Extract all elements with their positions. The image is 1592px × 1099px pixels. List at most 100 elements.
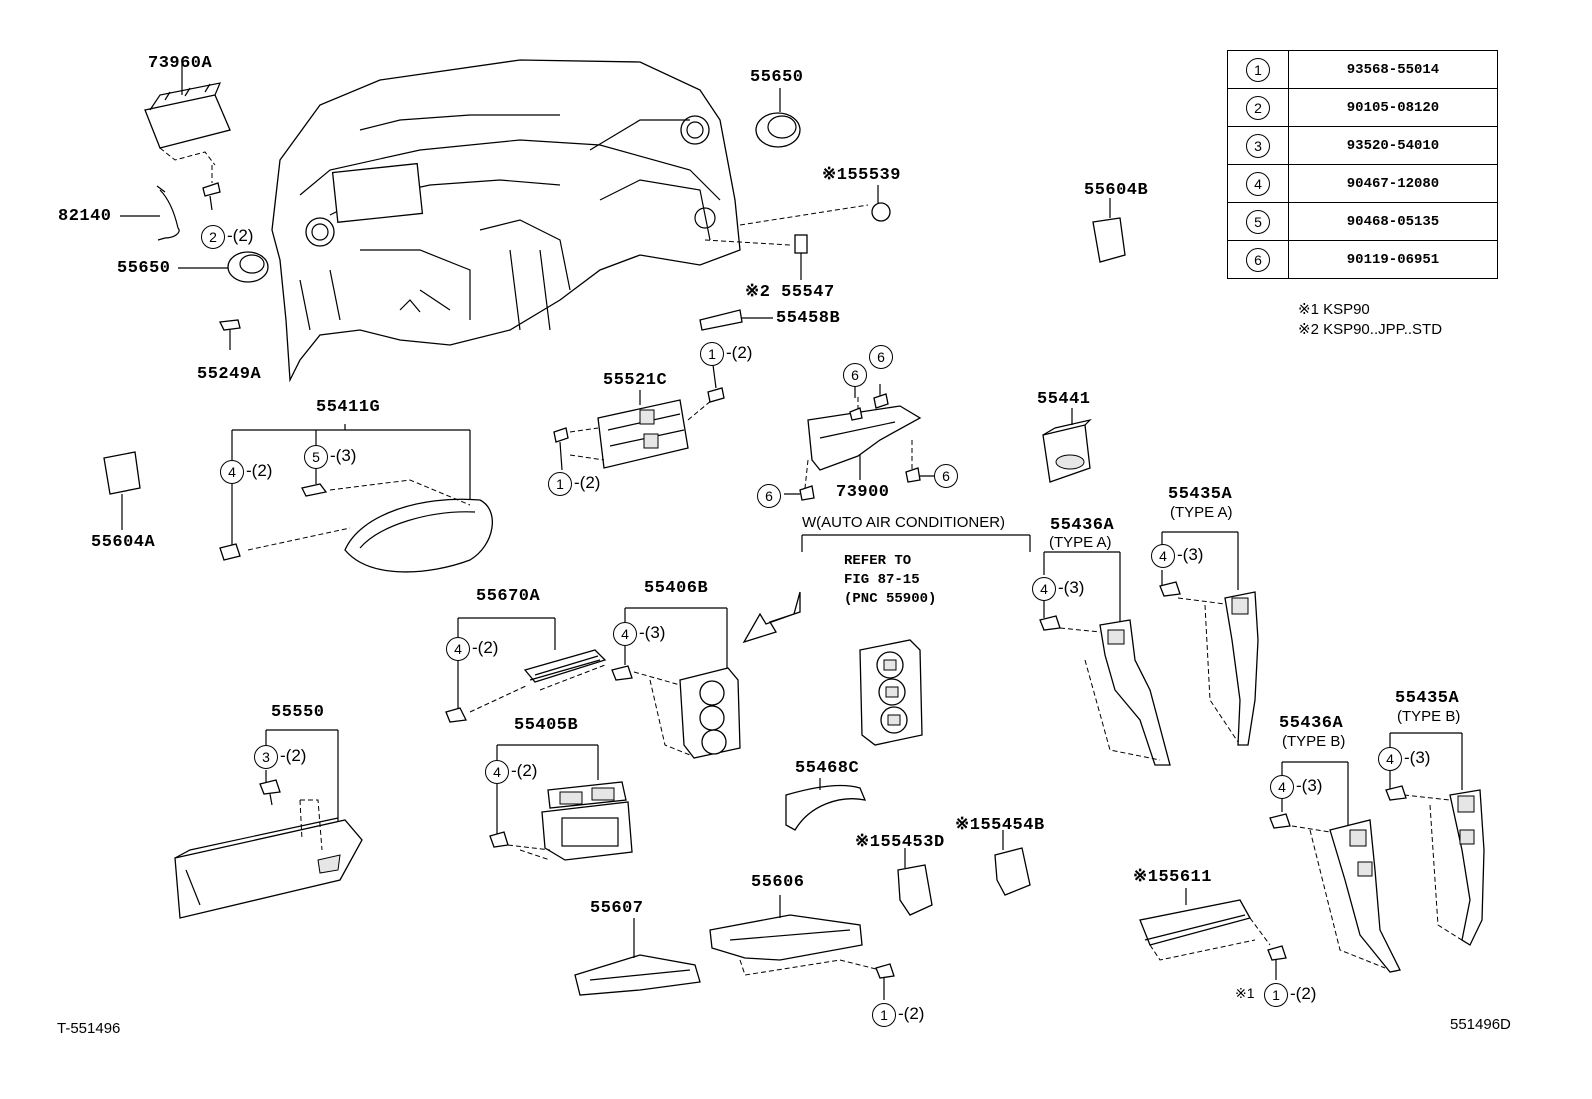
part-55411G-illustration (247, 479, 493, 573)
label-55249A[interactable]: 55249A (197, 365, 262, 384)
ref-number: 3 (1246, 133, 1270, 158)
part-55435A-typeB-illustration (1403, 789, 1485, 946)
label-55405B[interactable]: 55405B (514, 716, 579, 735)
ref-number: 2 (1246, 95, 1270, 120)
label-55411G[interactable]: 55411G (316, 398, 381, 417)
callout-ref: 4 (485, 760, 509, 784)
callout-prefix: ※1 (1235, 985, 1255, 1001)
note-1: ※1 KSP90 (1298, 301, 1370, 318)
callout-ref: 6 (934, 464, 958, 488)
label-55650-right[interactable]: 55650 (750, 68, 804, 87)
callout-qty: -(3) (330, 446, 357, 465)
instrument-panel-illustration (271, 59, 741, 383)
table-row: 3 93520-54010 (1227, 126, 1498, 165)
part-55405B-illustration (507, 781, 633, 861)
callout-qty: -(2) (227, 226, 254, 245)
climate-panel-illustration (859, 639, 923, 746)
part-55550-illustration (174, 799, 363, 919)
callout-qty: -(2) (1290, 984, 1317, 1003)
part-55607-illustration (574, 918, 701, 996)
callout-qty: -(2) (898, 1004, 925, 1023)
note-2: ※2 KSP90..JPP..STD (1298, 321, 1443, 338)
label-55435A-typeA[interactable]: 55435A (1168, 485, 1233, 504)
callout-ref: 5 (304, 445, 328, 469)
label-55604A[interactable]: 55604A (91, 533, 156, 552)
label-55547[interactable]: ※2 55547 (745, 283, 835, 302)
label-55454B[interactable]: ※155454B (955, 816, 1045, 835)
callout-ref: 4 (613, 622, 637, 646)
label-55441[interactable]: 55441 (1037, 390, 1091, 409)
callout-ref: 4 (1378, 747, 1402, 771)
label-73900[interactable]: 73900 (836, 483, 890, 502)
ref-number: 6 (1246, 247, 1270, 272)
condition-label: W(AUTO AIR CONDITIONER) (802, 514, 1006, 531)
callout-qty: -(3) (1404, 748, 1431, 767)
part-73900-illustration (804, 392, 922, 489)
label-55650-left[interactable]: 55650 (117, 259, 171, 278)
callout-qty: -(2) (511, 761, 538, 780)
label-55604B[interactable]: 55604B (1084, 181, 1149, 200)
part-55436A-typeB-illustration (1291, 819, 1401, 973)
part-73960A-illustration (144, 59, 231, 166)
figure-id-left: T-551496 (57, 1020, 121, 1037)
part-55650-left-illustration (178, 251, 269, 283)
part-55441-illustration (1042, 408, 1092, 483)
callout-qty: -(3) (1058, 578, 1085, 597)
part-55611-illustration (1139, 888, 1271, 961)
label-55611[interactable]: ※155611 (1133, 868, 1212, 887)
label-73960A[interactable]: 73960A (148, 54, 213, 73)
label-55468C[interactable]: 55468C (795, 759, 860, 778)
part-55436A-typeA-illustration (1059, 619, 1171, 766)
type-label: (TYPE B) (1282, 733, 1346, 750)
label-55435A-typeB[interactable]: 55435A (1395, 689, 1460, 708)
callout-qty: -(3) (1177, 545, 1204, 564)
part-55670A-illustration (469, 649, 607, 713)
part-number: 90467-12080 (1288, 164, 1498, 203)
part-number: 90119-06951 (1288, 240, 1498, 279)
label-55539[interactable]: ※155539 (822, 166, 901, 185)
callout-ref: 1 (700, 342, 724, 366)
label-55606[interactable]: 55606 (751, 873, 805, 892)
callout-ref: 2 (201, 225, 225, 249)
label-55436A-typeB[interactable]: 55436A (1279, 714, 1344, 733)
label-55453D[interactable]: ※155453D (855, 833, 945, 852)
callout-ref: 6 (757, 484, 781, 508)
label-82140[interactable]: 82140 (58, 207, 112, 226)
table-row: 5 90468-05135 (1227, 202, 1498, 241)
type-label: (TYPE A) (1170, 504, 1233, 521)
label-55406B[interactable]: 55406B (644, 579, 709, 598)
label-55458B[interactable]: 55458B (776, 309, 841, 328)
part-55521C-illustration (569, 390, 713, 469)
table-row: 2 90105-08120 (1227, 88, 1498, 127)
callout-ref: 4 (220, 460, 244, 484)
callout-qty: -(2) (472, 638, 499, 657)
part-number: 93520-54010 (1288, 126, 1498, 165)
part-number: 90105-08120 (1288, 88, 1498, 127)
type-label: (TYPE A) (1049, 534, 1112, 551)
part-number: 90468-05135 (1288, 202, 1498, 241)
callout-ref: 6 (843, 363, 867, 387)
callout-ref: 1 (1264, 983, 1288, 1007)
label-55670A[interactable]: 55670A (476, 587, 541, 606)
label-55436A-typeA[interactable]: 55436A (1050, 516, 1115, 535)
callout-qty: -(2) (726, 343, 753, 362)
label-55550[interactable]: 55550 (271, 703, 325, 722)
callout-qty: -(3) (1296, 776, 1323, 795)
callout-ref: 4 (1032, 577, 1056, 601)
refer-note: REFER TO FIG 87-15 (PNC 55900) (844, 553, 937, 607)
callout-qty: -(2) (280, 746, 307, 765)
part-55435A-typeA-illustration (1177, 591, 1259, 746)
callout-qty: -(3) (639, 623, 666, 642)
part-number: 93568-55014 (1288, 50, 1498, 89)
callout-ref: 4 (446, 637, 470, 661)
callout-ref: 6 (869, 345, 893, 369)
ref-number: 4 (1246, 171, 1270, 196)
callout-ref: 4 (1151, 544, 1175, 568)
label-55521C[interactable]: 55521C (603, 371, 668, 390)
table-row: 4 90467-12080 (1227, 164, 1498, 203)
ref-number: 5 (1246, 209, 1270, 234)
label-55607[interactable]: 55607 (590, 899, 644, 918)
